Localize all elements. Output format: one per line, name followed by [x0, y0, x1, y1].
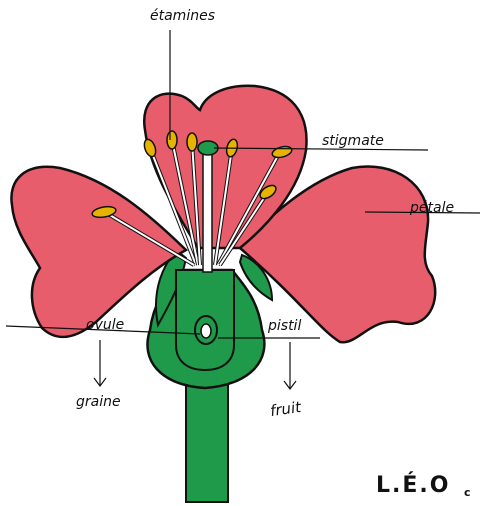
signature-logo: L.É.O [376, 473, 450, 498]
stem [186, 378, 228, 502]
ovule-inner [201, 324, 211, 338]
label-etamines: étamines [150, 8, 215, 24]
label-graine: graine [76, 394, 121, 410]
signature-logo-suffix: c [464, 486, 471, 499]
style [203, 150, 212, 272]
anther [187, 133, 197, 151]
label-petale: pétale [410, 200, 454, 216]
anther [167, 131, 177, 149]
label-pistil: pistil [268, 318, 301, 334]
label-stigmate: stigmate [322, 133, 384, 149]
label-ovule: ovule [86, 317, 124, 333]
